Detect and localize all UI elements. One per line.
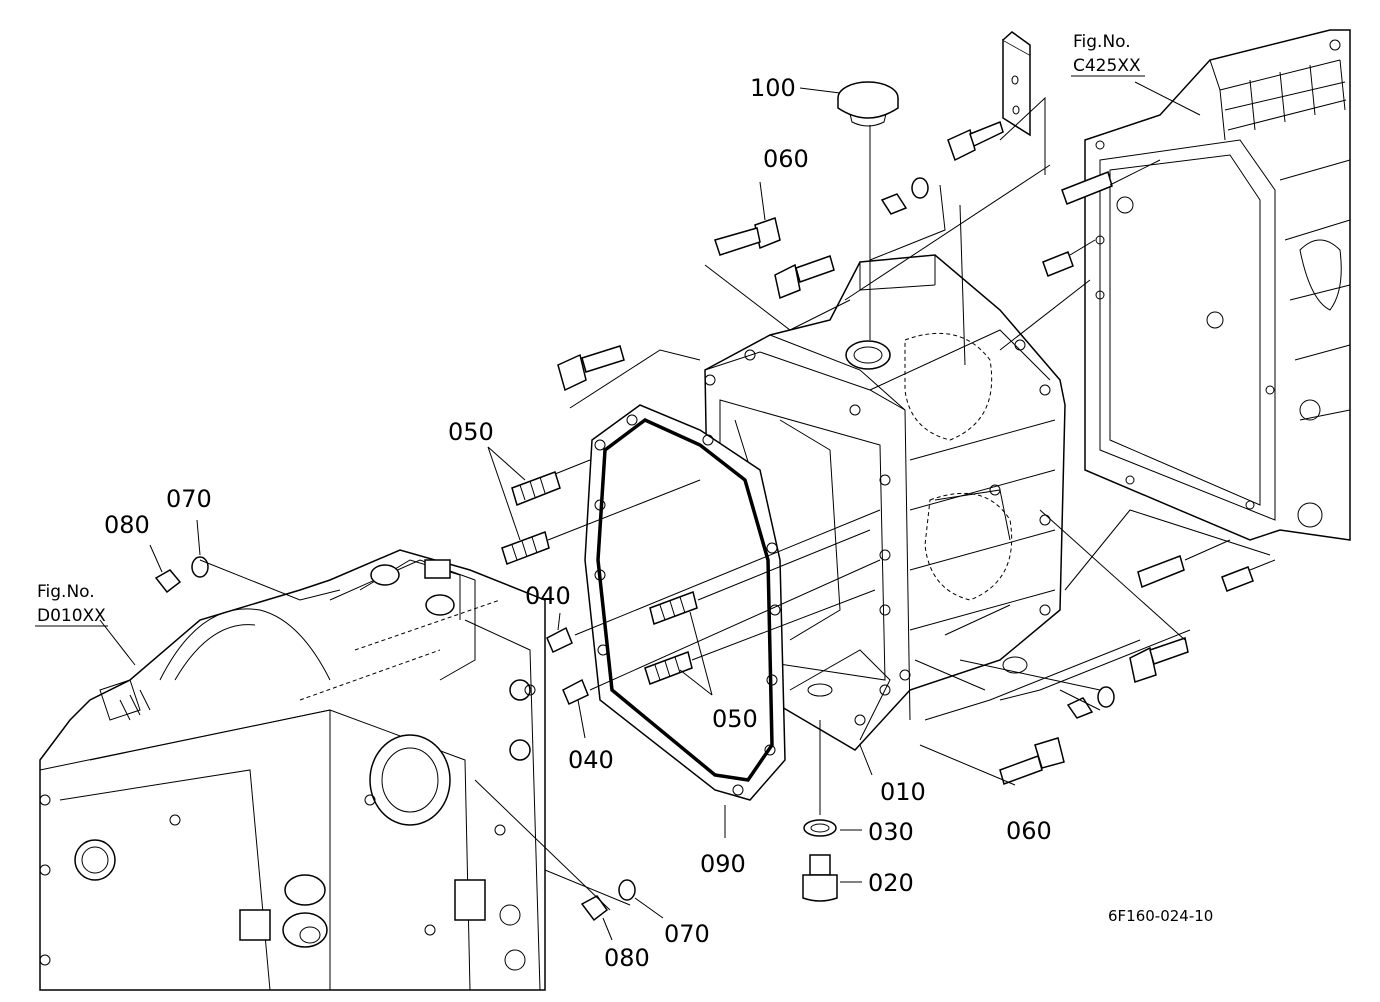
leader-lines xyxy=(99,81,1276,941)
figref-left-line1: Fig.No. xyxy=(37,582,95,602)
callout-050-lower: 050 xyxy=(712,705,758,733)
figure-reference-left: Fig.No. D010XX xyxy=(35,582,108,627)
nut-080-bottom xyxy=(580,895,609,922)
stud-right-upper xyxy=(1061,171,1113,205)
callout-020: 020 xyxy=(868,869,914,897)
callout-060-upper: 060 xyxy=(763,145,809,173)
bolt-upper-middle xyxy=(774,255,835,300)
figref-top-right-line2: C425XX xyxy=(1073,56,1141,76)
plug-100 xyxy=(837,81,899,127)
bolt-right-middle xyxy=(1129,637,1189,683)
stud-050-b xyxy=(501,531,550,565)
callout-070-bottom: 070 xyxy=(664,920,710,948)
diagram-code: 6F160-024-10 xyxy=(1108,907,1213,925)
bolt-top-bracket xyxy=(947,120,1004,162)
pin-right-upper xyxy=(1042,251,1074,277)
bolt-060-lower xyxy=(999,737,1065,785)
callout-labels: 100 060 050 070 080 040 040 050 090 010 … xyxy=(104,74,1052,972)
callout-070-left: 070 xyxy=(166,485,212,513)
nut-080-left xyxy=(154,569,182,594)
callout-010: 010 xyxy=(880,778,926,806)
seal-ring-030 xyxy=(803,819,837,837)
stud-050-a xyxy=(511,471,561,506)
pin-040-upper xyxy=(546,626,573,654)
left-transmission-housing xyxy=(39,549,546,991)
bracket xyxy=(1002,31,1031,137)
figref-left-line2: D010XX xyxy=(37,606,106,626)
center-transmission-case xyxy=(704,254,1066,751)
callout-050-upper: 050 xyxy=(448,418,494,446)
callout-100: 100 xyxy=(750,74,796,102)
stud-050-d xyxy=(644,651,693,685)
bolt-060-upper xyxy=(714,217,781,256)
drain-port xyxy=(807,683,833,697)
nut-washer-upper xyxy=(880,177,929,215)
bolt-upper-left xyxy=(557,345,625,392)
figref-top-right-line1: Fig.No. xyxy=(1073,32,1131,52)
callout-080-left: 080 xyxy=(104,511,150,539)
figure-reference-top-right: Fig.No. C425XX xyxy=(1071,32,1145,77)
right-transmission-housing xyxy=(1084,29,1351,541)
nut-washer-lower xyxy=(1066,686,1115,719)
stud-050-c xyxy=(649,591,698,625)
pin-040-lower xyxy=(562,678,589,706)
callout-080-bottom: 080 xyxy=(604,944,650,972)
drain-plug-020 xyxy=(802,854,838,902)
callout-040-lower: 040 xyxy=(568,746,614,774)
washer-070-bottom xyxy=(618,879,636,901)
pin-right-lower xyxy=(1221,566,1254,592)
callout-030: 030 xyxy=(868,818,914,846)
callout-040-upper: 040 xyxy=(525,582,571,610)
callout-090: 090 xyxy=(700,850,746,878)
callout-060-lower: 060 xyxy=(1006,817,1052,845)
stud-right-lower xyxy=(1137,555,1185,589)
